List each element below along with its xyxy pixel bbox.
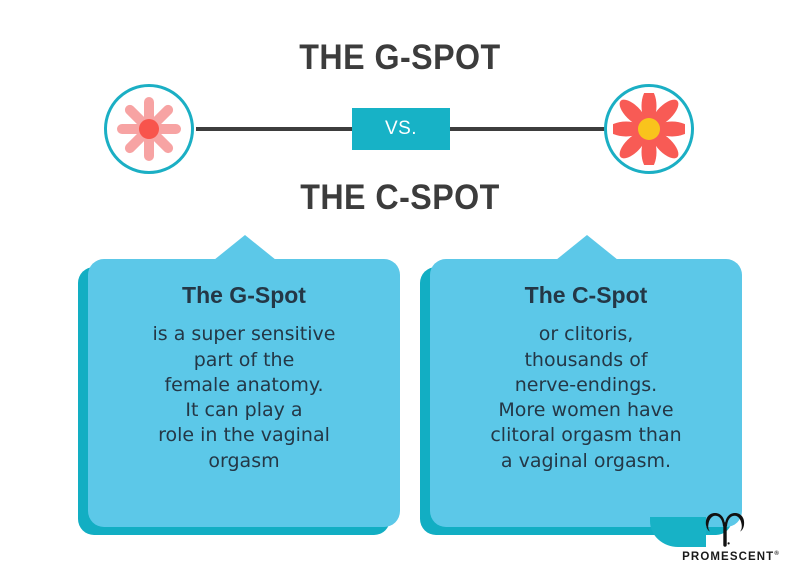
aries-ram-logo-icon [702, 511, 748, 551]
card-c-spot: The C-Spot or clitoris, thousands of ner… [420, 235, 742, 535]
red-coral-flower-icon [604, 84, 694, 174]
pale-pink-daisy-flower-icon [104, 84, 194, 174]
brand-logo: PROMESCENT® [650, 511, 786, 571]
connector-line-right [450, 127, 606, 131]
card-title-c-spot: The C-Spot [524, 282, 648, 308]
brand-name: PROMESCENT® [676, 551, 786, 563]
page-title-top: THE G-SPOT [299, 38, 501, 77]
connector-line-left [196, 127, 352, 131]
card-body-left: The G-Spot is a super sensitive part of … [88, 259, 400, 527]
brand-name-text: PROMESCENT [682, 551, 775, 563]
card-g-spot: The G-Spot is a super sensitive part of … [78, 235, 400, 535]
teal-swoosh-shape [650, 517, 706, 547]
card-body-right: The C-Spot or clitoris, thousands of ner… [430, 259, 742, 527]
versus-row: VS. [0, 84, 800, 174]
page-title-bottom: THE C-SPOT [300, 178, 500, 217]
card-text-g-spot: is a super sensitive part of the female … [152, 323, 336, 472]
card-title-g-spot: The G-Spot [182, 282, 306, 308]
card-pointer-right [556, 235, 618, 260]
card-text-c-spot: or clitoris, thousands of nerve-endings.… [490, 323, 682, 472]
versus-badge: VS. [352, 108, 450, 150]
brand-trademark: ® [774, 551, 780, 558]
card-pointer-left [214, 235, 276, 260]
